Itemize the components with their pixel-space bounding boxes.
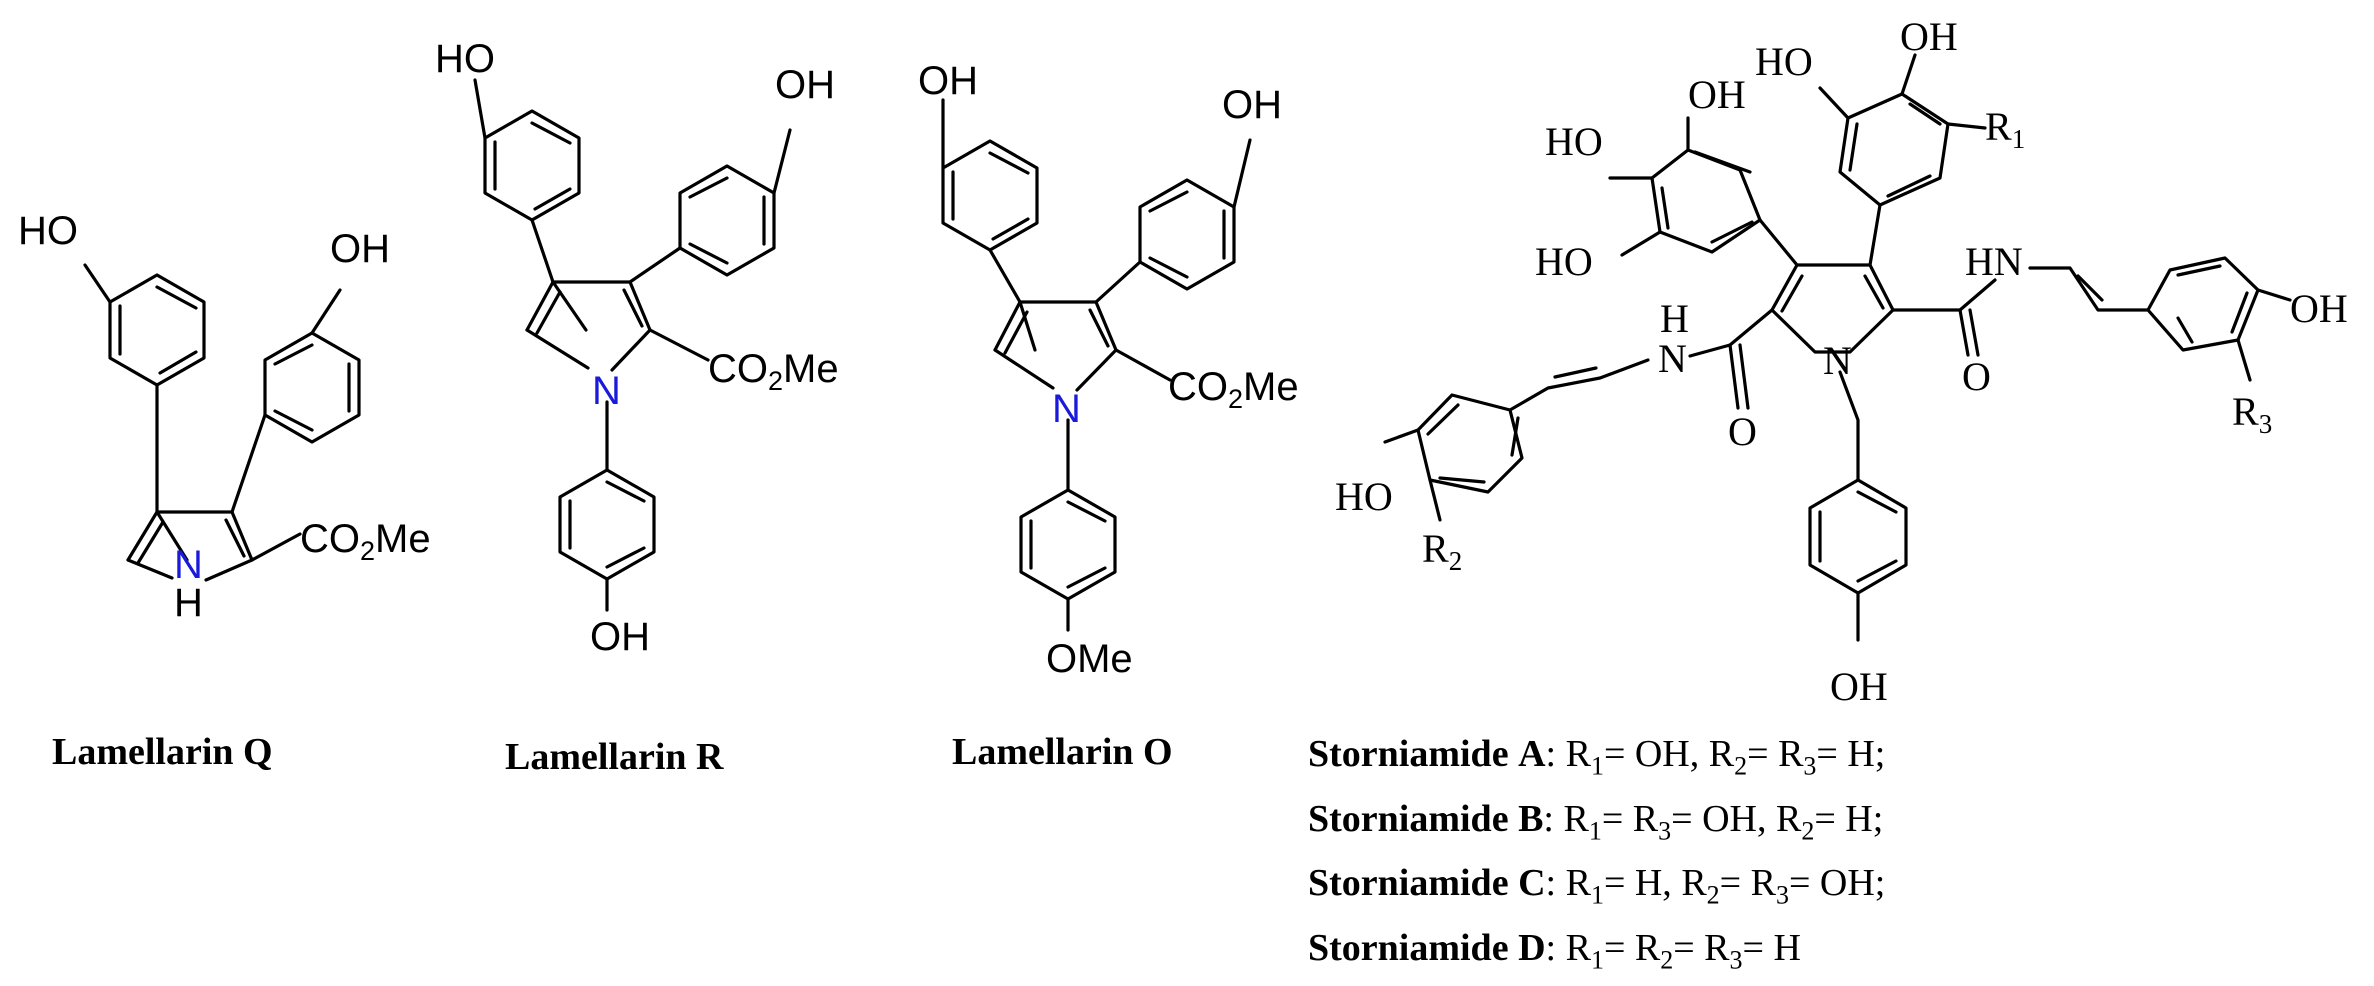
variant-letter: B bbox=[1518, 797, 1544, 840]
atom-label: CO2Me bbox=[708, 347, 839, 396]
atom-label: CO2Me bbox=[300, 517, 431, 566]
atom-label: OH bbox=[1900, 14, 1958, 59]
storniamide-variant-d: Storniamide D: R1= R2= R3= H bbox=[1308, 922, 1885, 986]
r2-label: R2 bbox=[1422, 526, 1462, 576]
compound-name: Lamellarin Q bbox=[52, 731, 273, 773]
svg-text:R2: R2 bbox=[1422, 526, 1462, 576]
atom-label: OH bbox=[1830, 664, 1888, 709]
variant-substituents: : R1= H, R2= R3= OH; bbox=[1545, 862, 1886, 910]
atom-label: OH bbox=[330, 227, 390, 271]
variant-name: Storniamide bbox=[1308, 862, 1509, 905]
variant-letter: D bbox=[1518, 926, 1546, 969]
structure-lamellarin-o: OH OH CO2Me N OMe bbox=[918, 59, 1299, 681]
atom-label: HO bbox=[1545, 119, 1603, 164]
caption-lamellarin-q: Lamellarin Q bbox=[52, 730, 273, 774]
variant-letter: C bbox=[1518, 862, 1546, 905]
atom-label: N bbox=[1658, 336, 1687, 381]
caption-lamellarin-r: Lamellarin R bbox=[505, 735, 723, 779]
variant-name: Storniamide bbox=[1308, 733, 1509, 775]
atom-label: OH bbox=[918, 59, 978, 103]
atom-label: N bbox=[592, 369, 621, 413]
variant-letter: A bbox=[1518, 733, 1546, 775]
structure-lamellarin-r: HO OH CO2Me N OH bbox=[435, 37, 839, 659]
chemical-structures-figure: HO OH CO2Me N H HO OH CO2Me N OH bbox=[18, 14, 2348, 709]
atom-label: HO bbox=[1335, 474, 1393, 519]
atom-label: N bbox=[1823, 338, 1852, 383]
atom-label: HN bbox=[1965, 239, 2023, 284]
r3-label: R3 bbox=[2232, 389, 2272, 439]
svg-text:R1: R1 bbox=[1985, 104, 2025, 154]
variant-name: Storniamide bbox=[1308, 797, 1509, 840]
atom-label: CO2Me bbox=[1168, 365, 1299, 414]
storniamide-variant-a: Storniamide A: R1= OH, R2= R3= H; bbox=[1308, 728, 1885, 793]
atom-label: OH bbox=[590, 615, 650, 659]
storniamide-variants-list: Storniamide A: R1= OH, R2= R3= H; Storni… bbox=[1308, 728, 1885, 986]
svg-text:R3: R3 bbox=[2232, 389, 2272, 439]
r1-label: R1 bbox=[1985, 104, 2025, 154]
variant-substituents: : R1= R2= R3= H bbox=[1545, 926, 1801, 975]
atom-label: OMe bbox=[1046, 637, 1133, 681]
atom-label: H bbox=[1660, 296, 1689, 341]
structure-lamellarin-q: HO OH CO2Me N H bbox=[18, 209, 431, 625]
storniamide-variant-c: Storniamide C: R1= H, R2= R3= OH; bbox=[1308, 857, 1885, 922]
atom-label: HO bbox=[18, 209, 78, 253]
variant-name: Storniamide bbox=[1308, 926, 1509, 969]
structure-storniamide: OH HO OH HO HO R1 HN O OH R3 H N N O HO … bbox=[1335, 14, 2348, 709]
compound-name: Lamellarin O bbox=[952, 731, 1173, 773]
atom-label: O bbox=[1728, 409, 1757, 454]
atom-label: O bbox=[1962, 354, 1991, 399]
storniamide-variant-b: Storniamide B: R1= R3= OH, R2= H; bbox=[1308, 793, 1885, 858]
variant-substituents: : R1= R3= OH, R2= H; bbox=[1543, 797, 1884, 846]
atom-label: N bbox=[174, 543, 203, 587]
compound-name: Lamellarin R bbox=[505, 736, 724, 778]
variant-substituents: : R1= OH, R2= R3= H; bbox=[1545, 733, 1886, 781]
atom-label: H bbox=[174, 581, 203, 625]
atom-label: N bbox=[1052, 387, 1081, 431]
caption-lamellarin-o: Lamellarin O bbox=[952, 730, 1173, 774]
atom-label: HO bbox=[1755, 39, 1813, 84]
atom-label: HO bbox=[435, 37, 495, 81]
atom-label: OH bbox=[775, 63, 835, 107]
atom-label: OH bbox=[1222, 83, 1282, 127]
atom-label: OH bbox=[2290, 286, 2348, 331]
atom-label: OH bbox=[1688, 72, 1746, 117]
atom-label: HO bbox=[1535, 239, 1593, 284]
